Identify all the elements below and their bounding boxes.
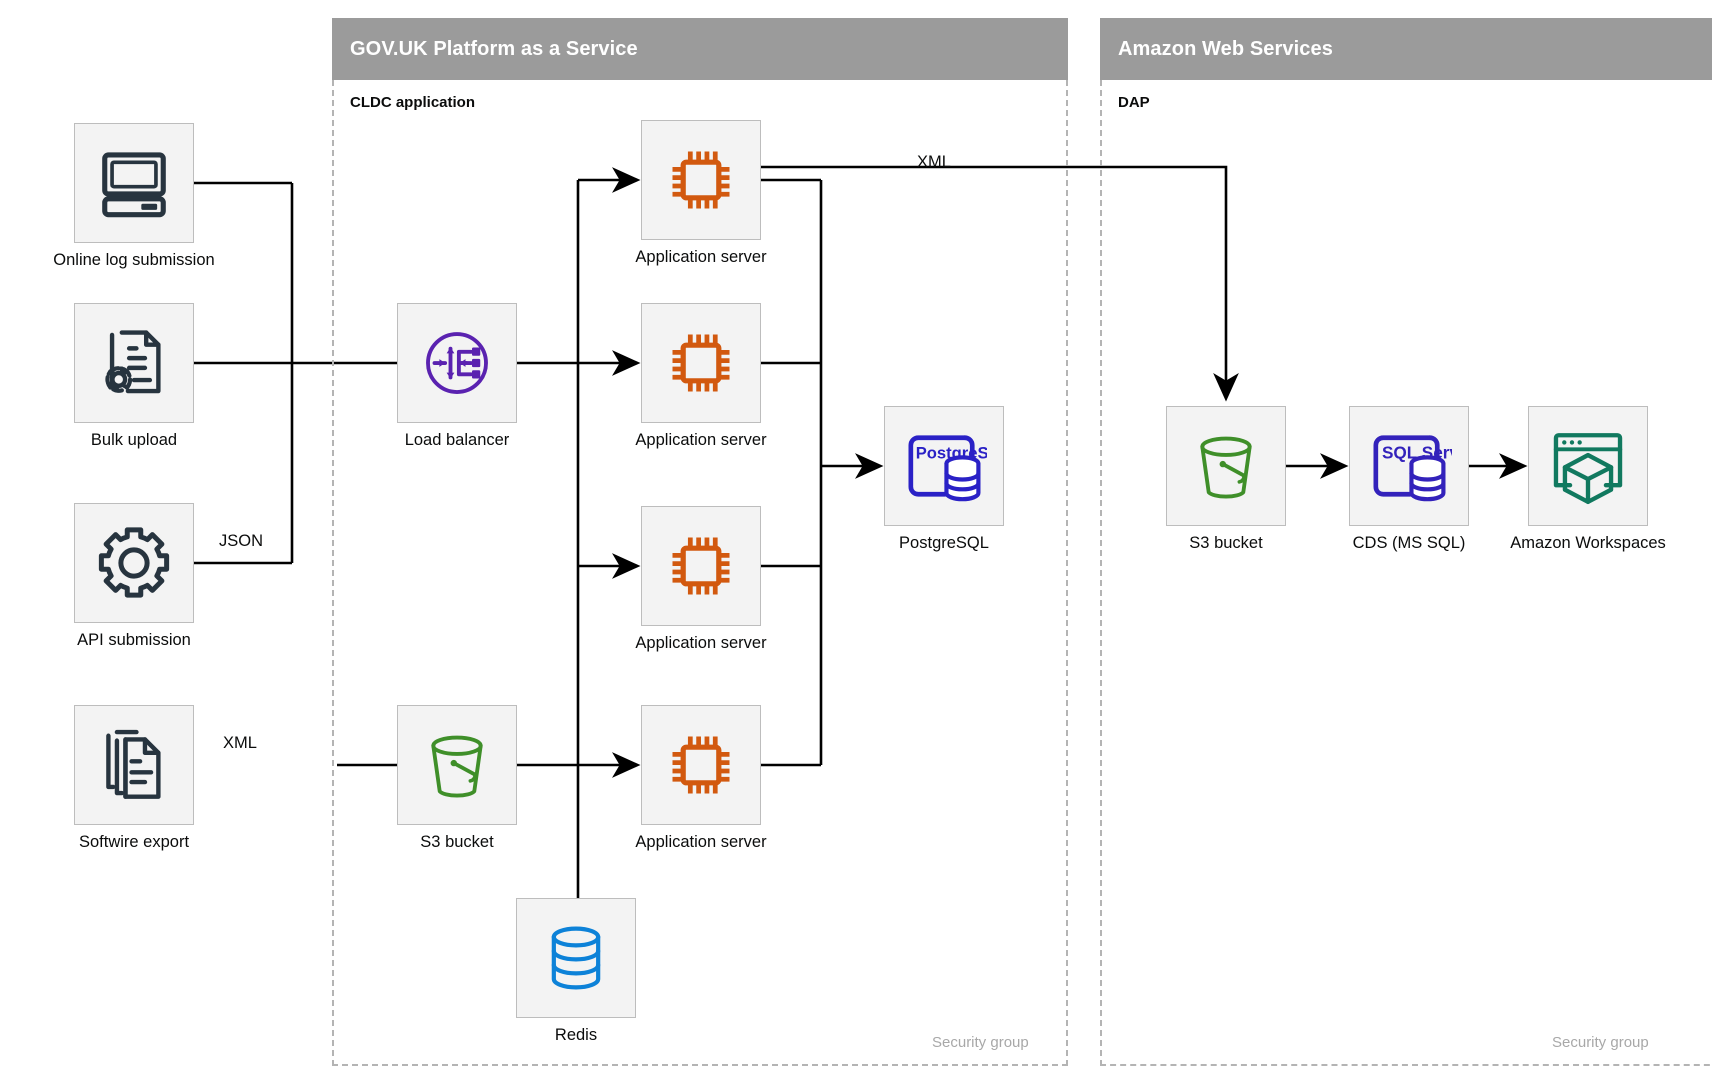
cpu-chip-icon [641,303,761,423]
group-box-aws [1100,80,1712,1066]
postgresql-icon: PostgreSQL [884,406,1004,526]
document-stack-icon [74,705,194,825]
edge-label-softwire-xml: XML [223,734,257,752]
sql-server-icon: SQL Server [1349,406,1469,526]
workspaces-cube-icon [1528,406,1648,526]
node-application-server-1[interactable]: Application server [635,120,767,266]
node-softwire-export[interactable]: Softwire export [74,705,194,851]
group-sublabel-cldc: CLDC application [350,94,476,111]
group-header-aws: Amazon Web Services [1100,18,1712,80]
node-label: Application server [635,634,767,652]
gear-icon [74,503,194,623]
node-label: S3 bucket [1189,534,1263,552]
node-label: Amazon Workspaces [1510,534,1666,552]
node-label: Application server [635,248,767,266]
node-cds-ms-sql[interactable]: SQL Server CDS (MS SQL) [1349,406,1469,552]
node-s3-bucket-aws[interactable]: S3 bucket [1166,406,1286,552]
node-online-log-submission[interactable]: Online log submission [53,123,215,269]
group-footnote-paas: Security group [932,1034,1029,1051]
s3-bucket-icon [1166,406,1286,526]
node-label: CDS (MS SQL) [1352,534,1466,552]
group-header-paas: GOV.UK Platform as a Service [332,18,1068,80]
node-s3-bucket-paas[interactable]: S3 bucket [397,705,517,851]
node-application-server-4[interactable]: Application server [635,705,767,851]
cpu-chip-icon [641,705,761,825]
node-amazon-workspaces[interactable]: Amazon Workspaces [1510,406,1666,552]
node-application-server-2[interactable]: Application server [635,303,767,449]
node-label: Bulk upload [90,431,178,449]
node-redis[interactable]: Redis [516,898,636,1044]
desktop-computer-icon [74,123,194,243]
node-label: Softwire export [78,833,190,851]
node-bulk-upload[interactable]: Bulk upload [74,303,194,449]
document-gear-icon [74,303,194,423]
node-application-server-3[interactable]: Application server [635,506,767,652]
group-title-paas: GOV.UK Platform as a Service [350,37,638,60]
node-label: Redis [554,1026,598,1044]
edge-label-appserver-xml: XML [917,153,951,171]
node-load-balancer[interactable]: Load balancer [397,303,517,449]
group-sublabel-dap: DAP [1118,94,1150,111]
node-api-submission[interactable]: API submission [74,503,194,649]
node-label: PostgreSQL [899,534,989,552]
edge-label-json: JSON [219,532,264,550]
s3-bucket-icon [397,705,517,825]
wire-xml-app1-to-s3aws [761,165,1239,402]
cpu-chip-icon [641,506,761,626]
node-label: Application server [635,431,767,449]
node-label: API submission [77,631,191,649]
node-label: Online log submission [53,251,215,269]
group-footnote-aws: Security group [1552,1034,1649,1051]
load-balancer-icon [397,303,517,423]
cpu-chip-icon [641,120,761,240]
node-label: Load balancer [404,431,510,449]
group-title-aws: Amazon Web Services [1118,37,1333,60]
node-label: Application server [635,833,767,851]
database-icon [516,898,636,1018]
group-box-paas [332,80,1068,1066]
node-postgresql[interactable]: PostgreSQL PostgreSQL [884,406,1004,552]
node-label: S3 bucket [420,833,494,851]
